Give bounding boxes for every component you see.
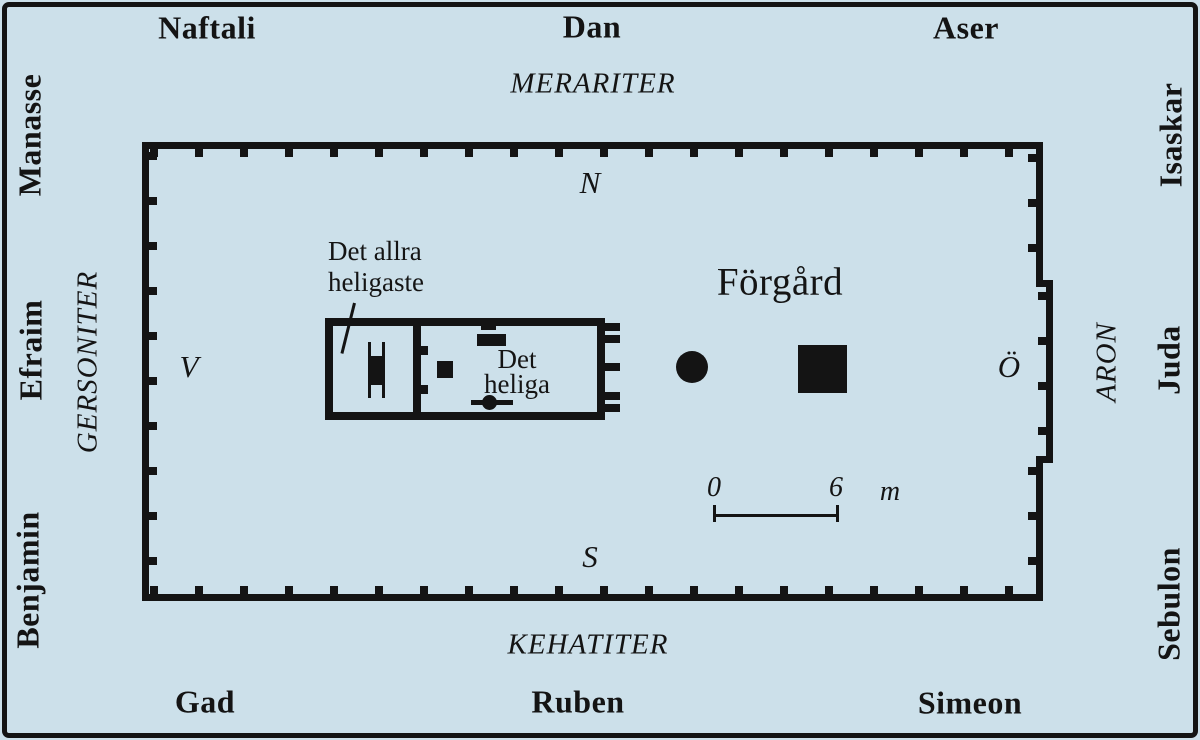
compass-east: Ö — [997, 349, 1021, 384]
scale-label-start: 0 — [707, 472, 721, 503]
burnt-offering-altar-icon — [798, 345, 847, 393]
tribe-label-efraim: Efraim — [12, 299, 49, 401]
courtyard-wall-east-north — [1036, 142, 1043, 287]
levite-label-gersoniter: GERSONITER — [71, 270, 104, 454]
entrance-pillar-mark — [605, 404, 620, 412]
label-most-holy-line2: heligaste — [328, 267, 424, 297]
entrance-pillar-mark — [605, 335, 620, 343]
label-holy: Det heliga — [450, 344, 584, 399]
tribe-label-sebulon: Sebulon — [1150, 547, 1187, 661]
incense-altar-icon — [437, 361, 453, 378]
entrance-pillar-mark — [605, 323, 620, 331]
levite-label-kehatiter: KEHATITER — [507, 628, 669, 661]
lampstand-icon — [482, 395, 497, 410]
courtyard-ticks-west — [149, 152, 157, 587]
tribe-label-isaskar: Isaskar — [1152, 82, 1189, 188]
courtyard-ticks-east-gate — [1038, 292, 1046, 454]
label-most-holy: Det allra heligaste — [328, 236, 424, 298]
courtyard-wall-south — [142, 594, 1043, 601]
courtyard-ticks-north — [150, 149, 1036, 157]
compass-north: N — [579, 165, 601, 200]
tribe-label-benjamin: Benjamin — [9, 511, 46, 649]
scale-label-end: 6 — [829, 472, 843, 503]
courtyard-ticks-east-south — [1028, 467, 1036, 589]
courtyard-title: Förgård — [716, 260, 844, 304]
ark-icon — [368, 342, 385, 398]
bronze-basin-icon — [676, 351, 708, 383]
tribe-label-aser: Aser — [933, 9, 999, 46]
scale-tick-left — [713, 505, 716, 522]
tribe-label-naftali: Naftali — [158, 9, 256, 46]
showbread-table-icon-top — [481, 322, 496, 330]
compass-south: S — [582, 539, 598, 574]
scale-bar — [714, 514, 838, 517]
courtyard-wall-east-south — [1036, 456, 1043, 601]
courtyard-gate-stub-bottom — [1036, 456, 1053, 463]
tribe-label-ruben: Ruben — [531, 683, 625, 720]
courtyard-gate-stub-top — [1036, 280, 1053, 287]
entrance-pillar-mark — [605, 392, 620, 400]
compass-west: V — [179, 349, 199, 384]
scale-unit-label: m — [879, 476, 901, 507]
courtyard-wall-north — [142, 142, 1043, 149]
tribe-label-manasse: Manasse — [11, 73, 48, 197]
ark-body — [368, 356, 385, 385]
tribe-label-simeon: Simeon — [917, 684, 1023, 721]
courtyard-wall-west — [142, 142, 149, 601]
tribe-label-gad: Gad — [174, 683, 236, 720]
divider-pillar-mark — [421, 346, 428, 355]
courtyard-ticks-east-north — [1028, 154, 1036, 276]
tabernacle-room-divider — [413, 318, 421, 420]
levite-label-aron: ARON — [1090, 322, 1123, 402]
tribe-label-dan: Dan — [562, 8, 622, 45]
levite-label-merariter: MERARITER — [510, 67, 676, 100]
entrance-pillar-mark — [605, 363, 620, 371]
tabernacle-outline — [325, 318, 605, 420]
scale-tick-right — [836, 505, 839, 522]
showbread-table-icon — [477, 334, 506, 346]
label-holy-line2: heliga — [484, 369, 550, 399]
divider-pillar-mark — [421, 385, 428, 394]
courtyard-gate-east — [1046, 280, 1053, 463]
tribe-label-juda: Juda — [1150, 325, 1187, 395]
courtyard-ticks-south — [150, 586, 1036, 594]
label-holy-line1: Det — [497, 344, 537, 374]
label-most-holy-line1: Det allra — [328, 236, 422, 266]
